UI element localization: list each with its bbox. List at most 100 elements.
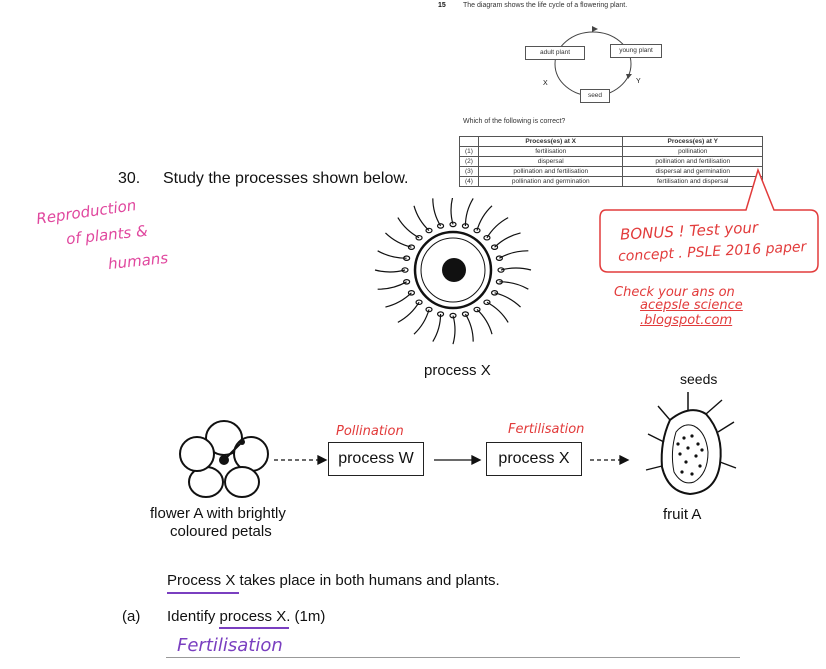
sperm-tail: [397, 217, 420, 239]
check-line2: acepsle science .blogspot.com: [640, 298, 743, 328]
table-header: Process(es) at Y: [622, 136, 763, 147]
sperm-tail: [476, 309, 493, 335]
table-cell: dispersal: [477, 156, 624, 167]
answer-line: [166, 657, 740, 658]
fruit-seed: [676, 442, 680, 446]
sperm-tail: [452, 315, 456, 345]
fruit-seed: [684, 460, 688, 464]
sperm-head: [497, 267, 505, 273]
sperm-tail: [432, 198, 442, 227]
sperm-tail: [464, 198, 474, 226]
pasted-question-prompt: Which of the following is correct?: [463, 118, 566, 125]
fruit-seed: [690, 472, 694, 476]
sperm-head: [436, 223, 445, 229]
sperm-tail: [499, 250, 529, 259]
table-cell: pollination: [622, 146, 763, 157]
table-cell: (2): [459, 156, 479, 167]
table-header-row: Process(es) at X Process(es) at Y: [459, 136, 763, 147]
fruit-seed: [686, 446, 690, 450]
sperm-head: [483, 299, 491, 306]
sperm-head: [415, 299, 423, 306]
adult-plant-box: adult plant: [525, 46, 585, 60]
fruit-seed: [698, 464, 702, 468]
sperm-tail: [377, 250, 407, 259]
sperm-head: [415, 234, 423, 241]
fruit-label: fruit A: [663, 506, 702, 523]
sperm-tail: [413, 309, 430, 335]
fruit-seed: [682, 436, 686, 440]
flower-label-line1: flower A with brightly: [150, 505, 286, 522]
sperm-head: [483, 234, 491, 241]
side-note-line2: of plants &: [65, 221, 149, 249]
flower-label-line2: coloured petals: [170, 523, 272, 540]
process-x-box: process X: [486, 442, 582, 476]
check-line1: Check your ans on: [614, 285, 735, 300]
sperm-head: [407, 290, 416, 296]
fruit-seed: [680, 470, 684, 474]
sperm-head: [495, 255, 503, 261]
part-a-underline: [219, 627, 289, 629]
young-plant-box: young plant: [610, 44, 662, 58]
sperm-head: [461, 311, 470, 317]
sperm-tail: [486, 301, 509, 323]
sperm-tail: [494, 232, 521, 248]
sperm-head: [473, 306, 481, 313]
sperm-tail: [413, 205, 430, 231]
sperm-head: [473, 227, 481, 234]
fruit-seed: [690, 434, 694, 438]
sperm-tail: [464, 313, 474, 342]
sperm-tail: [494, 292, 521, 308]
table-cell: pollination and fertilisation: [622, 156, 763, 167]
sperm-tail: [374, 269, 406, 273]
handwritten-answer: Fertilisation: [177, 635, 283, 656]
table-row: (4) pollination and germination fertilis…: [459, 176, 763, 187]
question-number: 30.: [118, 170, 141, 187]
process-x-caption: process X: [424, 362, 491, 379]
sperm-head: [407, 244, 416, 251]
sperm-tail: [486, 217, 509, 239]
part-a-text: Identify process X. (1m): [167, 608, 326, 625]
fruit-seed: [700, 448, 704, 452]
sperm-tail: [450, 198, 454, 225]
table-row: (2) dispersal pollination and fertilisat…: [459, 156, 763, 167]
sperm-head: [425, 227, 433, 234]
sperm-tail: [476, 205, 493, 231]
seeds-label: seeds: [680, 371, 718, 387]
pasted-question-intro: The diagram shows the life cycle of a fl…: [463, 2, 628, 9]
pollination-annotation: Pollination: [336, 424, 404, 439]
cycle-label-x: X: [543, 80, 548, 87]
dragon-fruit-illustration: [645, 392, 737, 496]
side-note-line1: Reproduction: [35, 196, 138, 228]
options-table: Process(es) at X Process(es) at Y (1) fe…: [459, 136, 763, 187]
fertilisation-illustration: [374, 198, 532, 345]
table-cell: pollination and germination: [477, 176, 624, 187]
bonus-callout-bubble: [599, 168, 819, 273]
sperm-tail: [500, 267, 532, 271]
hibiscus-flower-illustration: [179, 420, 269, 498]
table-header: [459, 136, 479, 147]
statement: Process X takes place in both humans and…: [167, 572, 500, 589]
sperm-tail: [432, 314, 442, 342]
cycle-label-y: Y: [636, 78, 641, 85]
sperm-head: [490, 290, 499, 296]
process-w-box: process W: [328, 442, 424, 476]
sperm-tail: [397, 301, 420, 323]
fruit-seed: [694, 454, 698, 458]
sperm-head: [401, 267, 409, 273]
question-text: Study the processes shown below.: [163, 170, 409, 187]
sperm-tail: [377, 281, 407, 290]
fertilisation-annotation: Fertilisation: [508, 422, 585, 437]
sperm-tail: [499, 281, 529, 290]
flow-arrows: [274, 454, 630, 466]
sperm-tail: [385, 232, 412, 248]
fruit-seed: [678, 452, 682, 456]
fruit-seed: [696, 442, 700, 446]
pasted-question-number: 15: [438, 2, 446, 9]
statement-underline: [167, 592, 239, 594]
sperm-head: [490, 244, 499, 251]
sperm-head: [425, 306, 433, 313]
side-note-line3: humans: [107, 248, 169, 274]
table-header: Process(es) at X: [477, 136, 624, 147]
table-cell: fertilisation: [477, 146, 624, 157]
sperm-tail: [385, 292, 412, 308]
